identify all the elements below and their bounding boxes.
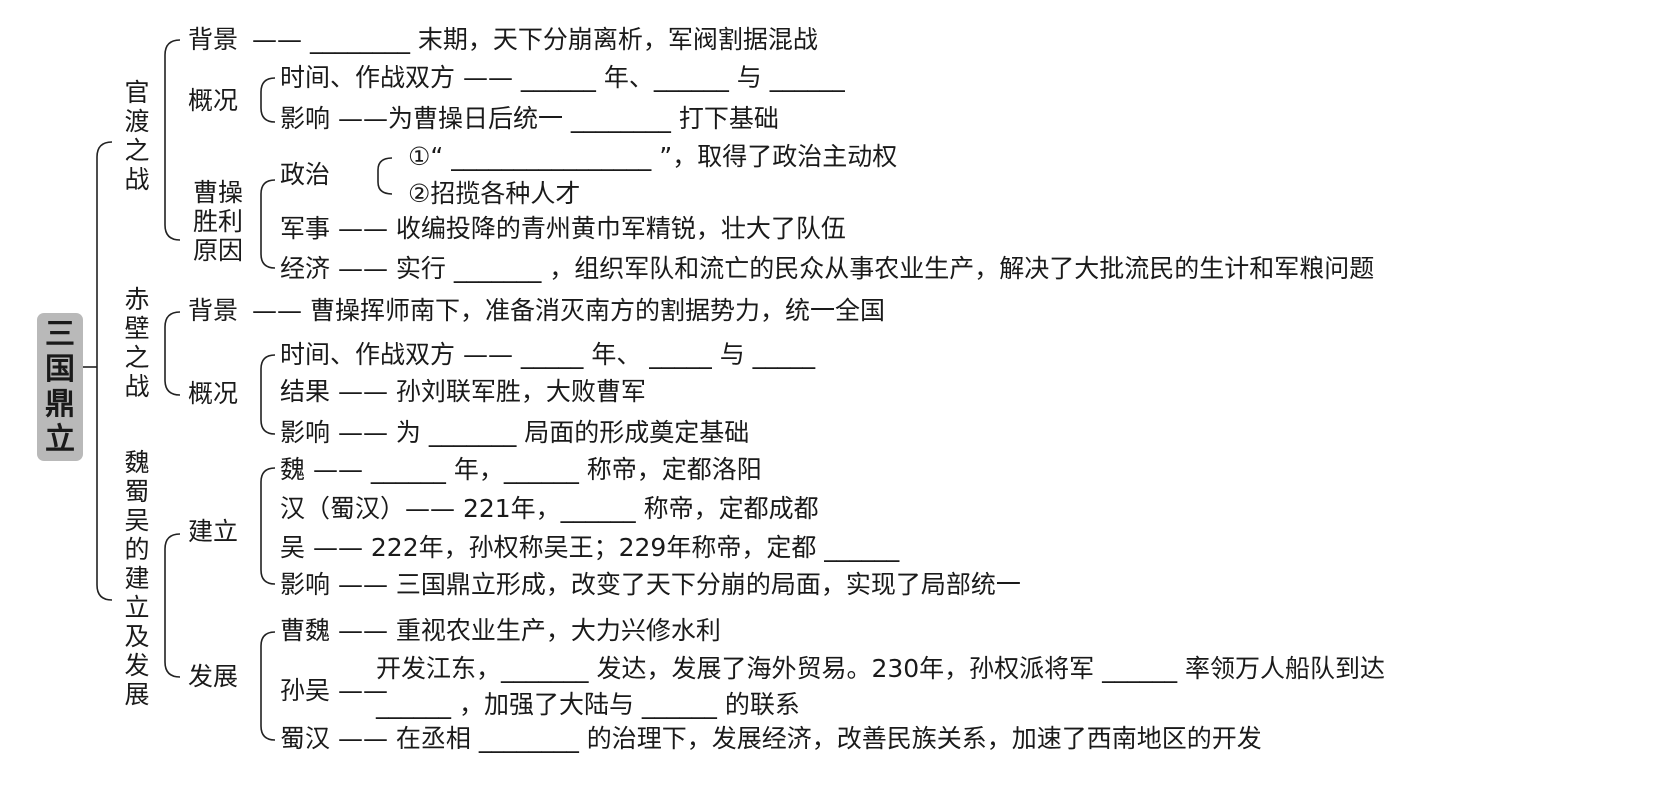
guandu-overview-brace <box>260 77 276 123</box>
politics-item-1: ①“ ________________ ”，取得了政治主动权 <box>408 142 898 171</box>
chibi-background-text: —— 曹操挥师南下，准备消灭南方的割据势力，统一全国 <box>252 296 885 325</box>
guandu-background-text: —— ________ 末期，天下分崩离析，军阀割据混战 <box>252 25 818 54</box>
establish-brace <box>260 467 276 585</box>
guandu-overview-label: 概况 <box>188 86 239 115</box>
chibi-brace <box>164 311 181 396</box>
guandu-title: 官渡之战 <box>124 78 150 194</box>
sanguo-title: 魏蜀吴的建立及发展 <box>124 448 150 709</box>
economy-reason: 经济 —— 实行 _______ ，组织军队和流亡的民众从事农业生产，解决了大批… <box>280 254 1375 283</box>
guandu-reason-label: 曹操胜利原因 <box>192 178 243 265</box>
chibi-overview-brace <box>260 354 276 435</box>
shuhan-develop: 蜀汉 —— 在丞相 ________ 的治理下，发展经济，改善民族关系，加速了西… <box>280 724 1262 753</box>
politics-brace <box>377 157 393 195</box>
root-node: 三国鼎立 <box>37 313 83 461</box>
sanguo-brace <box>164 533 181 678</box>
reason-brace <box>260 179 276 269</box>
chibi-background-label: 背景 <box>188 296 239 325</box>
main-brace <box>96 141 113 601</box>
chibi-title: 赤壁之战 <box>124 285 150 401</box>
chibi-effect: 影响 —— 为 _______ 局面的形成奠定基础 <box>280 418 750 447</box>
guandu-background-label: 背景 <box>188 25 239 54</box>
politics-item-2: ②招揽各种人才 <box>408 179 581 208</box>
guandu-brace <box>164 39 181 241</box>
establish-effect: 影响 —— 三国鼎立形成，改变了天下分崩的局面，实现了局部统一 <box>280 570 1021 599</box>
han-establish: 汉（蜀汉）—— 221年，______ 称帝，定都成都 <box>280 494 819 523</box>
guandu-effect: 影响 ——为曹操日后统一 ________ 打下基础 <box>280 104 779 133</box>
sunwu-develop-line-2: ______ ，加强了大陆与 ______ 的联系 <box>376 690 800 719</box>
root-label: 三国鼎立 <box>45 317 75 457</box>
sunwu-develop-line-1: 开发江东，_______ 发达，发展了海外贸易。230年，孙权派将军 _____… <box>376 654 1386 683</box>
chibi-time-parties: 时间、作战双方 —— _____ 年、 _____ 与 _____ <box>280 340 816 369</box>
chibi-result: 结果 —— 孙刘联军胜，大败曹军 <box>280 377 646 406</box>
develop-label: 发展 <box>188 662 239 691</box>
develop-brace <box>260 631 276 741</box>
guandu-time-parties: 时间、作战双方 —— ______ 年、______ 与 ______ <box>280 63 845 92</box>
politics-label: 政治 <box>280 160 331 189</box>
wu-establish: 吴 —— 222年，孙权称吴王；229年称帝，定都 ______ <box>280 533 900 562</box>
military-reason: 军事 —— 收编投降的青州黄巾军精锐，壮大了队伍 <box>280 214 846 243</box>
wei-establish: 魏 —— ______ 年，______ 称帝，定都洛阳 <box>280 455 762 484</box>
chibi-overview-label: 概况 <box>188 379 239 408</box>
caowei-develop: 曹魏 —— 重视农业生产，大力兴修水利 <box>280 616 721 645</box>
establish-label: 建立 <box>188 517 239 546</box>
sunwu-label: 孙吴 —— <box>280 676 388 705</box>
